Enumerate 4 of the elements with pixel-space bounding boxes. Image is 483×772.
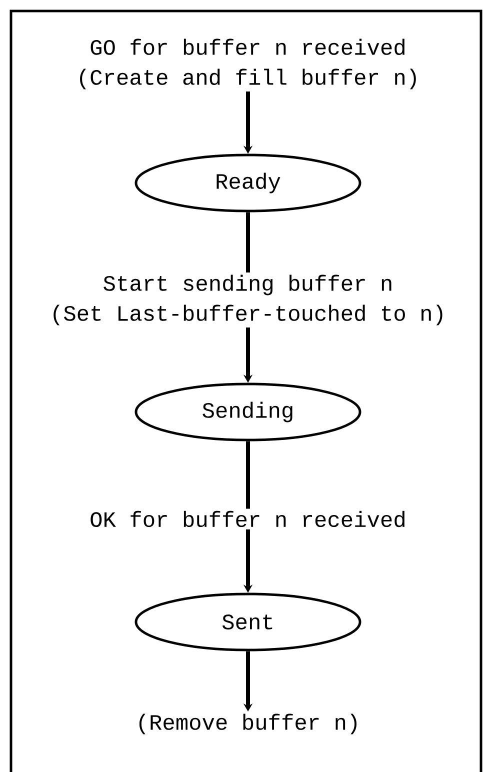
transition-text: (Remove buffer n) [139, 714, 356, 734]
transition-text: GO for buffer n received (Create and fill buffer n) [80, 38, 416, 90]
transition-text: OK for buffer n received [90, 510, 404, 528]
transition-text: Start sending buffer n (Set Last-buffer-touched to n) [54, 274, 442, 326]
